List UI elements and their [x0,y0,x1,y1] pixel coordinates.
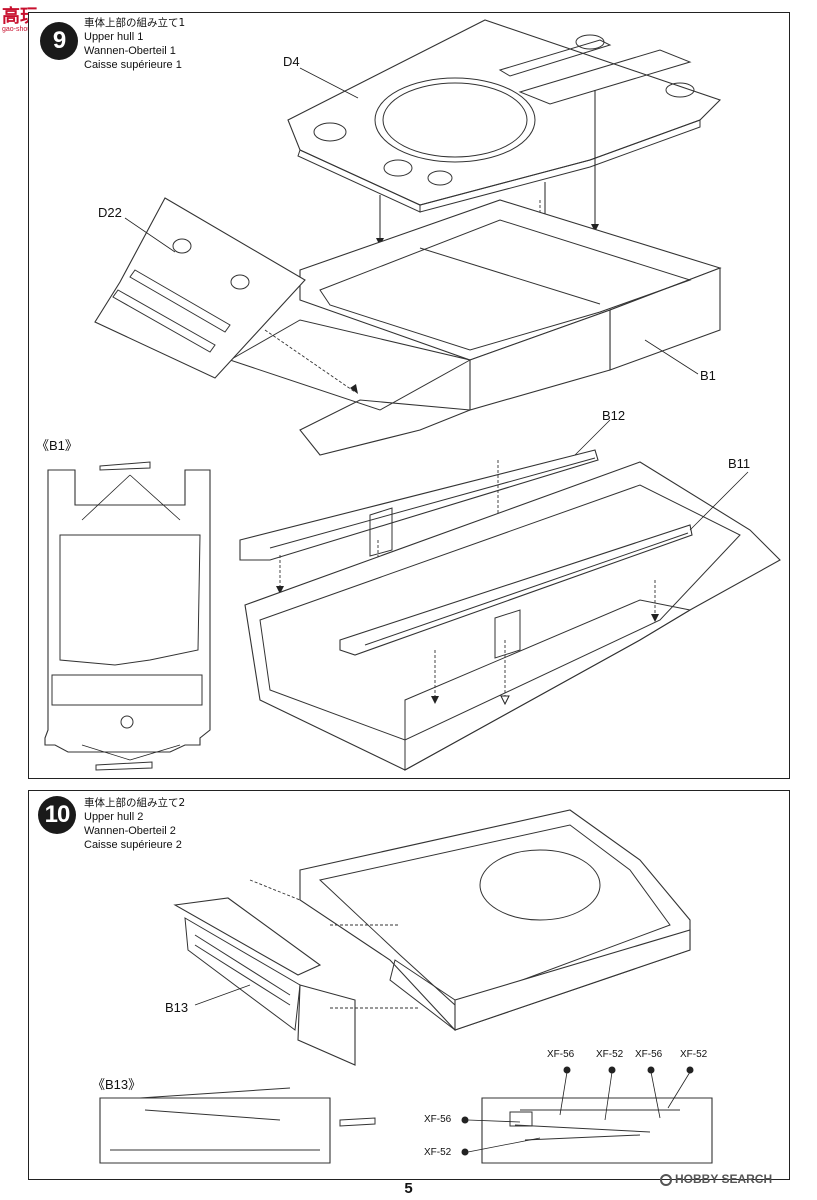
b13-detail-drawing [99,1087,376,1164]
b1-detail-drawing [44,461,211,771]
step-10-title-en: Upper hull 2 [84,811,144,823]
part-b1-drawing [228,199,722,456]
part-d22-drawing [94,197,306,379]
part-b12-drawing [239,449,599,561]
paint-label-xf52-b: XF-52 [680,1049,708,1060]
watermark-text: HOBBY SEARCH [675,1172,773,1186]
hull-assembly-step10-drawing [173,809,691,1066]
part-d4-drawing [287,19,722,213]
part-label-b11: B11 [728,456,751,471]
part-label-b13: B13 [165,1000,189,1015]
step-10-title-jp: 車体上部の組み立て2 [84,797,186,809]
paint-label-xf56-b: XF-56 [635,1049,663,1060]
part-label-d22: D22 [98,205,122,220]
paint-label-xf52-a: XF-52 [596,1049,624,1060]
step-10-titles: 車体上部の組み立て2 Upper hull 2 Wannen-Oberteil … [84,796,185,852]
step-9-titles: 車体上部の組み立て1 Upper hull 1 Wannen-Oberteil … [84,16,185,72]
step-10-badge: 10 [38,796,76,834]
part-label-d4: D4 [283,54,300,69]
step-9-title-en: Upper hull 1 [84,31,144,43]
watermark: HOBBY SEARCH [660,1172,772,1186]
step-9-title-de: Wannen-Oberteil 1 [84,45,176,57]
lower-hull-drawing [244,461,781,771]
step-10-title-de: Wannen-Oberteil 2 [84,825,176,837]
paint-label-xf52-c: XF-52 [424,1147,452,1158]
part-label-b12: B12 [602,408,626,423]
part-label-b1: B1 [700,368,716,383]
step-9-title-jp: 車体上部の組み立て1 [84,17,186,29]
step-9-title-fr: Caisse supérieure 1 [84,59,182,71]
step-9-badge: 9 [40,22,78,60]
tools-detail-drawing [481,1097,713,1164]
site-logo-url: gao-shou.com [2,26,47,33]
detail-label-b1: 《B1》 [36,438,78,453]
paint-label-xf56-c: XF-56 [424,1114,452,1125]
page-number: 5 [404,1180,413,1197]
detail-label-b13: 《B13》 [92,1077,142,1092]
gear-icon [660,1173,672,1186]
paint-label-xf56-a: XF-56 [547,1049,575,1060]
step-10-title-fr: Caisse supérieure 2 [84,839,182,851]
